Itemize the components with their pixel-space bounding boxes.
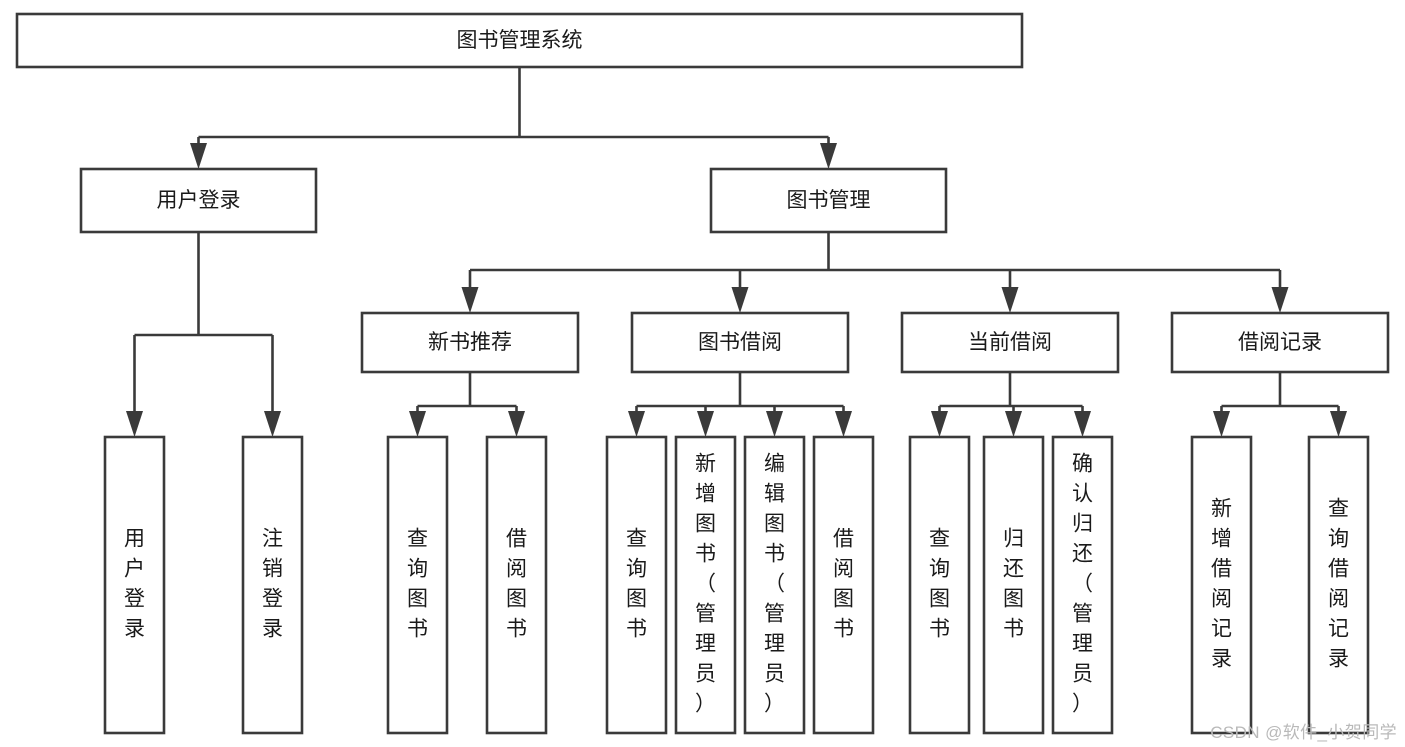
node-leaf-return-book[interactable]: 归还图书 [982,435,1045,735]
connector-group [190,67,837,169]
node-label-leaf-confirm-return: 确认归还（管理员） [1072,453,1093,716]
node-label-leaf-add-record: 新增借阅记录 [1211,498,1232,671]
node-label-current-borrow: 当前借阅 [968,331,1052,354]
node-leaf-add-record[interactable]: 新增借阅记录 [1190,435,1253,735]
node-user-login[interactable]: 用户登录 [79,167,318,234]
node-leaf-query-book-1[interactable]: 查询图书 [386,435,449,735]
node-label-leaf-user-login: 用户登录 [124,528,145,641]
node-box-leaf-user-logout[interactable] [241,435,304,735]
connector-group [931,372,1091,437]
node-box-leaf-edit-book[interactable] [743,435,806,735]
watermark-label: CSDN @软件_小贺同学 [1210,723,1397,742]
node-book-borrow[interactable]: 图书借阅 [630,311,850,374]
node-leaf-query-record[interactable]: 查询借阅记录 [1307,435,1370,735]
node-box-root[interactable] [15,12,1024,69]
node-label-root: 图书管理系统 [457,29,583,52]
edge-layer [126,67,1347,437]
node-label-leaf-user-logout: 注销登录 [262,528,283,641]
node-leaf-confirm-return[interactable]: 确认归还（管理员） [1051,435,1114,735]
node-leaf-query-book-3[interactable]: 查询图书 [908,435,971,735]
node-box-new-book-recommend[interactable] [360,311,580,374]
node-label-user-login: 用户登录 [157,189,241,212]
node-box-leaf-query-book-3[interactable] [908,435,971,735]
node-box-leaf-user-login[interactable] [103,435,166,735]
node-box-leaf-return-book[interactable] [982,435,1045,735]
node-label-leaf-query-book-2: 查询图书 [626,528,647,641]
node-label-leaf-edit-book: 编辑图书（管理员） [764,453,785,716]
node-leaf-borrow-book-1[interactable]: 借阅图书 [485,435,548,735]
node-box-leaf-borrow-book-1[interactable] [485,435,548,735]
node-label-new-book-recommend: 新书推荐 [428,331,512,354]
node-box-leaf-query-book-1[interactable] [386,435,449,735]
node-leaf-edit-book[interactable]: 编辑图书（管理员） [743,435,806,735]
node-label-leaf-borrow-book-1: 借阅图书 [506,528,527,641]
node-new-book-recommend[interactable]: 新书推荐 [360,311,580,374]
node-leaf-query-book-2[interactable]: 查询图书 [605,435,668,735]
node-label-leaf-query-book-1: 查询图书 [407,528,428,641]
node-root[interactable]: 图书管理系统 [15,12,1024,69]
node-box-book-manage[interactable] [709,167,948,234]
node-label-book-borrow: 图书借阅 [698,331,782,354]
node-leaf-add-book[interactable]: 新增图书（管理员） [674,435,737,735]
node-current-borrow[interactable]: 当前借阅 [900,311,1120,374]
node-label-leaf-return-book: 归还图书 [1003,528,1024,641]
connector-group [126,232,281,437]
node-layer: 图书管理系统用户登录图书管理新书推荐图书借阅当前借阅借阅记录用户登录注销登录查询… [15,12,1390,735]
node-label-leaf-add-book: 新增图书（管理员） [695,453,716,716]
connector-group [628,372,852,437]
node-label-leaf-borrow-book-2: 借阅图书 [833,528,854,641]
connector-group [1213,372,1347,437]
node-borrow-record[interactable]: 借阅记录 [1170,311,1390,374]
node-leaf-user-logout[interactable]: 注销登录 [241,435,304,735]
node-box-leaf-add-book[interactable] [674,435,737,735]
connector-group [461,232,1289,313]
node-box-leaf-query-record[interactable] [1307,435,1370,735]
node-label-borrow-record: 借阅记录 [1238,331,1322,354]
node-book-manage[interactable]: 图书管理 [709,167,948,234]
node-leaf-user-login[interactable]: 用户登录 [103,435,166,735]
node-box-book-borrow[interactable] [630,311,850,374]
node-box-leaf-borrow-book-2[interactable] [812,435,875,735]
connector-group [409,372,525,437]
node-box-leaf-add-record[interactable] [1190,435,1253,735]
node-label-book-manage: 图书管理 [787,189,871,212]
node-box-leaf-confirm-return[interactable] [1051,435,1114,735]
node-box-leaf-query-book-2[interactable] [605,435,668,735]
node-box-borrow-record[interactable] [1170,311,1390,374]
node-label-leaf-query-record: 查询借阅记录 [1328,498,1349,671]
node-leaf-borrow-book-2[interactable]: 借阅图书 [812,435,875,735]
node-label-leaf-query-book-3: 查询图书 [929,528,950,641]
node-box-user-login[interactable] [79,167,318,234]
node-box-current-borrow[interactable] [900,311,1120,374]
